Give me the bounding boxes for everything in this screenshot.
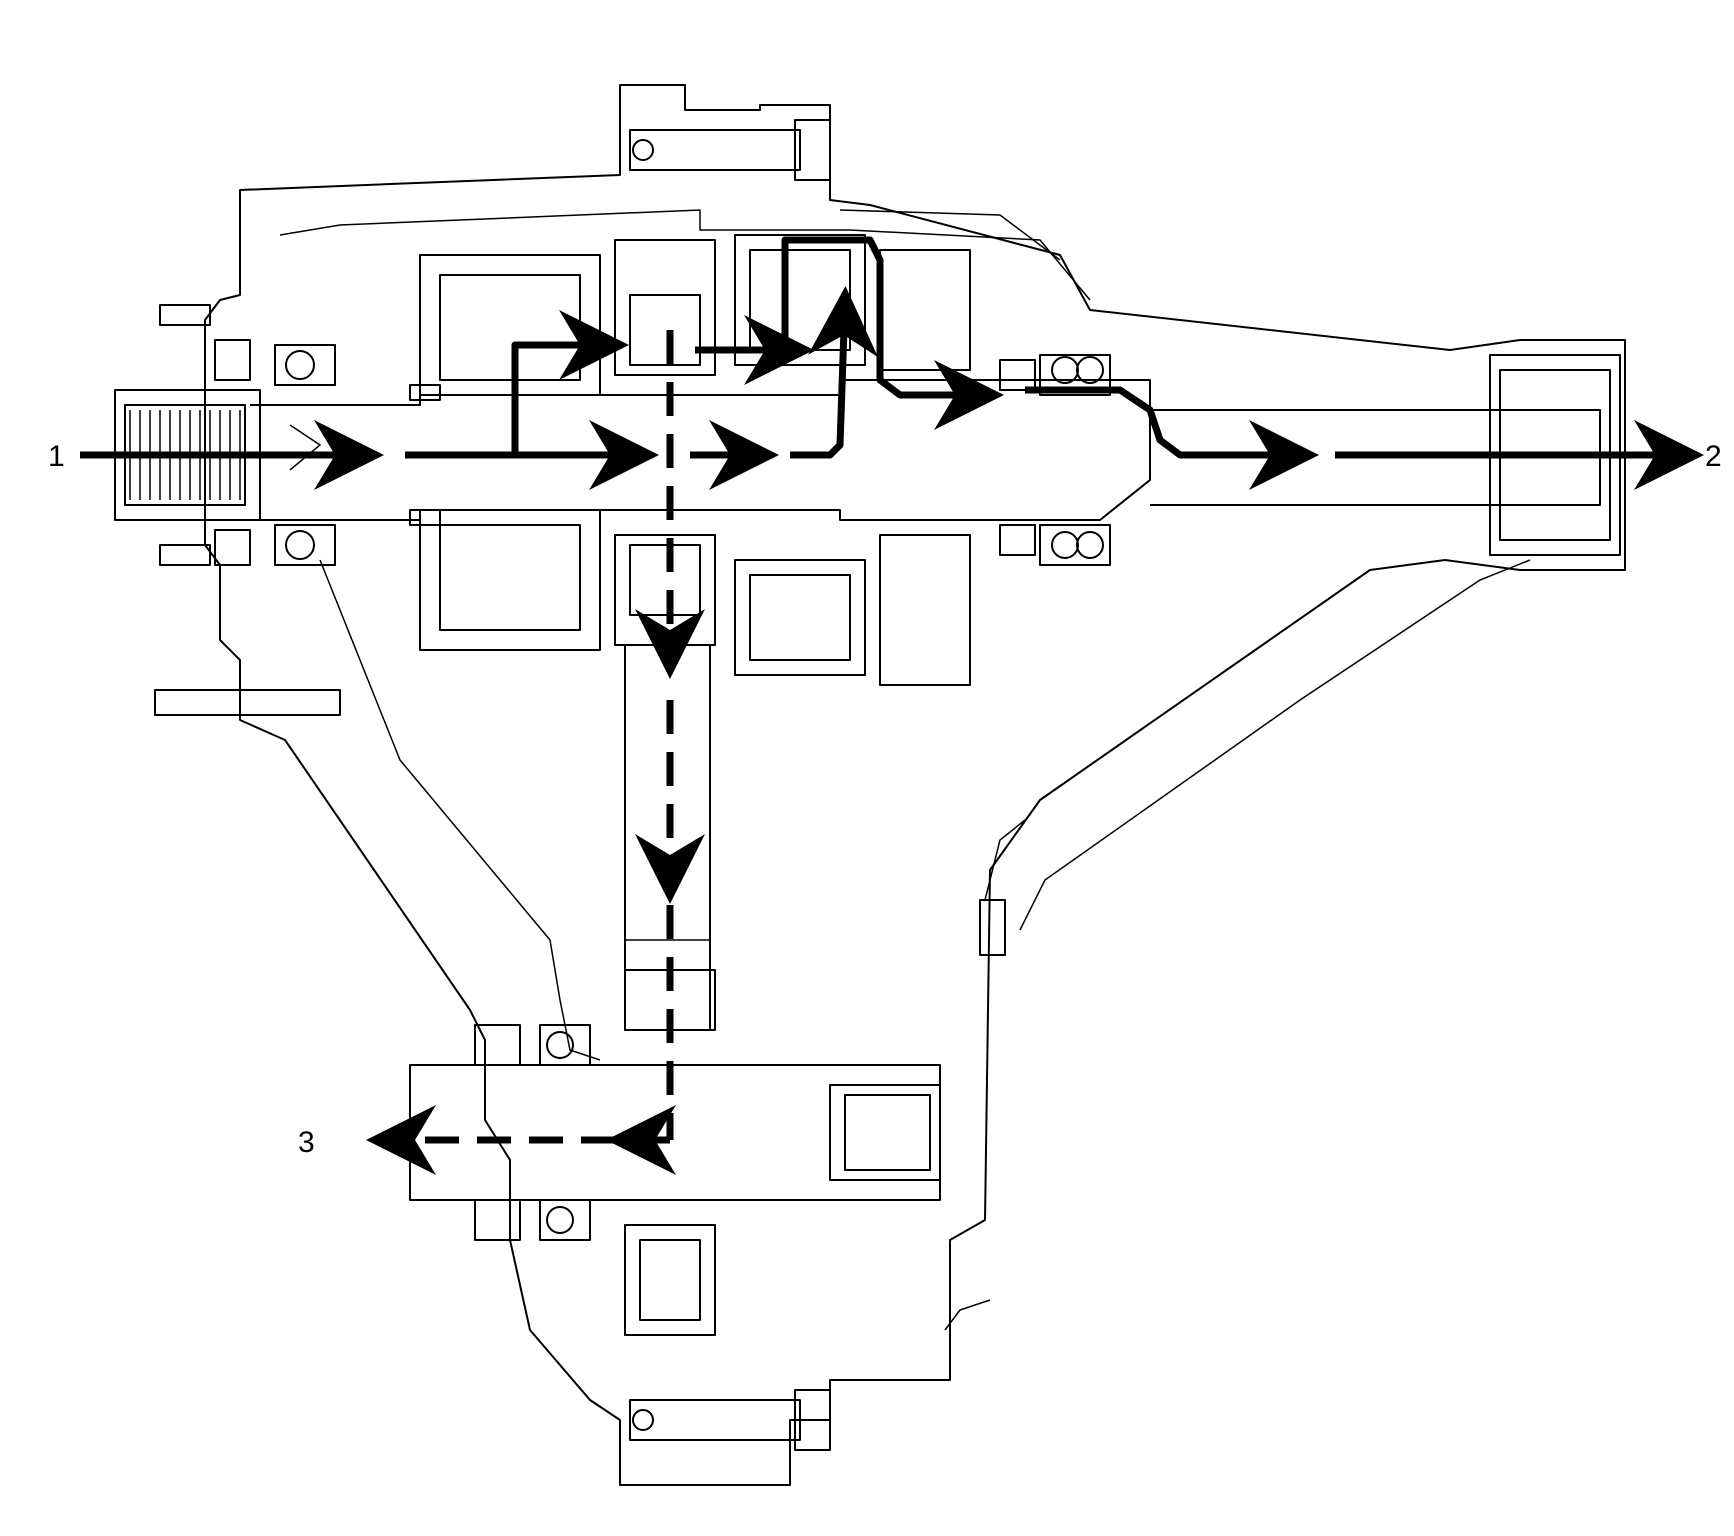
drive-sprocket xyxy=(614,239,716,646)
callout-2: 2 xyxy=(1705,440,1722,473)
callout-1: 1 xyxy=(48,440,65,473)
power-flow-front xyxy=(366,330,705,1175)
bottom-mounting-boss xyxy=(629,1389,831,1451)
side-plug xyxy=(979,899,1006,956)
callout-3: 3 xyxy=(298,1126,315,1159)
top-mounting-boss xyxy=(629,119,831,181)
input-shaft xyxy=(114,379,1151,521)
clutch-pack xyxy=(734,234,971,686)
front-output-shaft xyxy=(409,969,941,1336)
input-bearing xyxy=(154,304,341,716)
power-flow-rear xyxy=(80,236,1704,490)
housing-outline xyxy=(204,84,1626,1486)
